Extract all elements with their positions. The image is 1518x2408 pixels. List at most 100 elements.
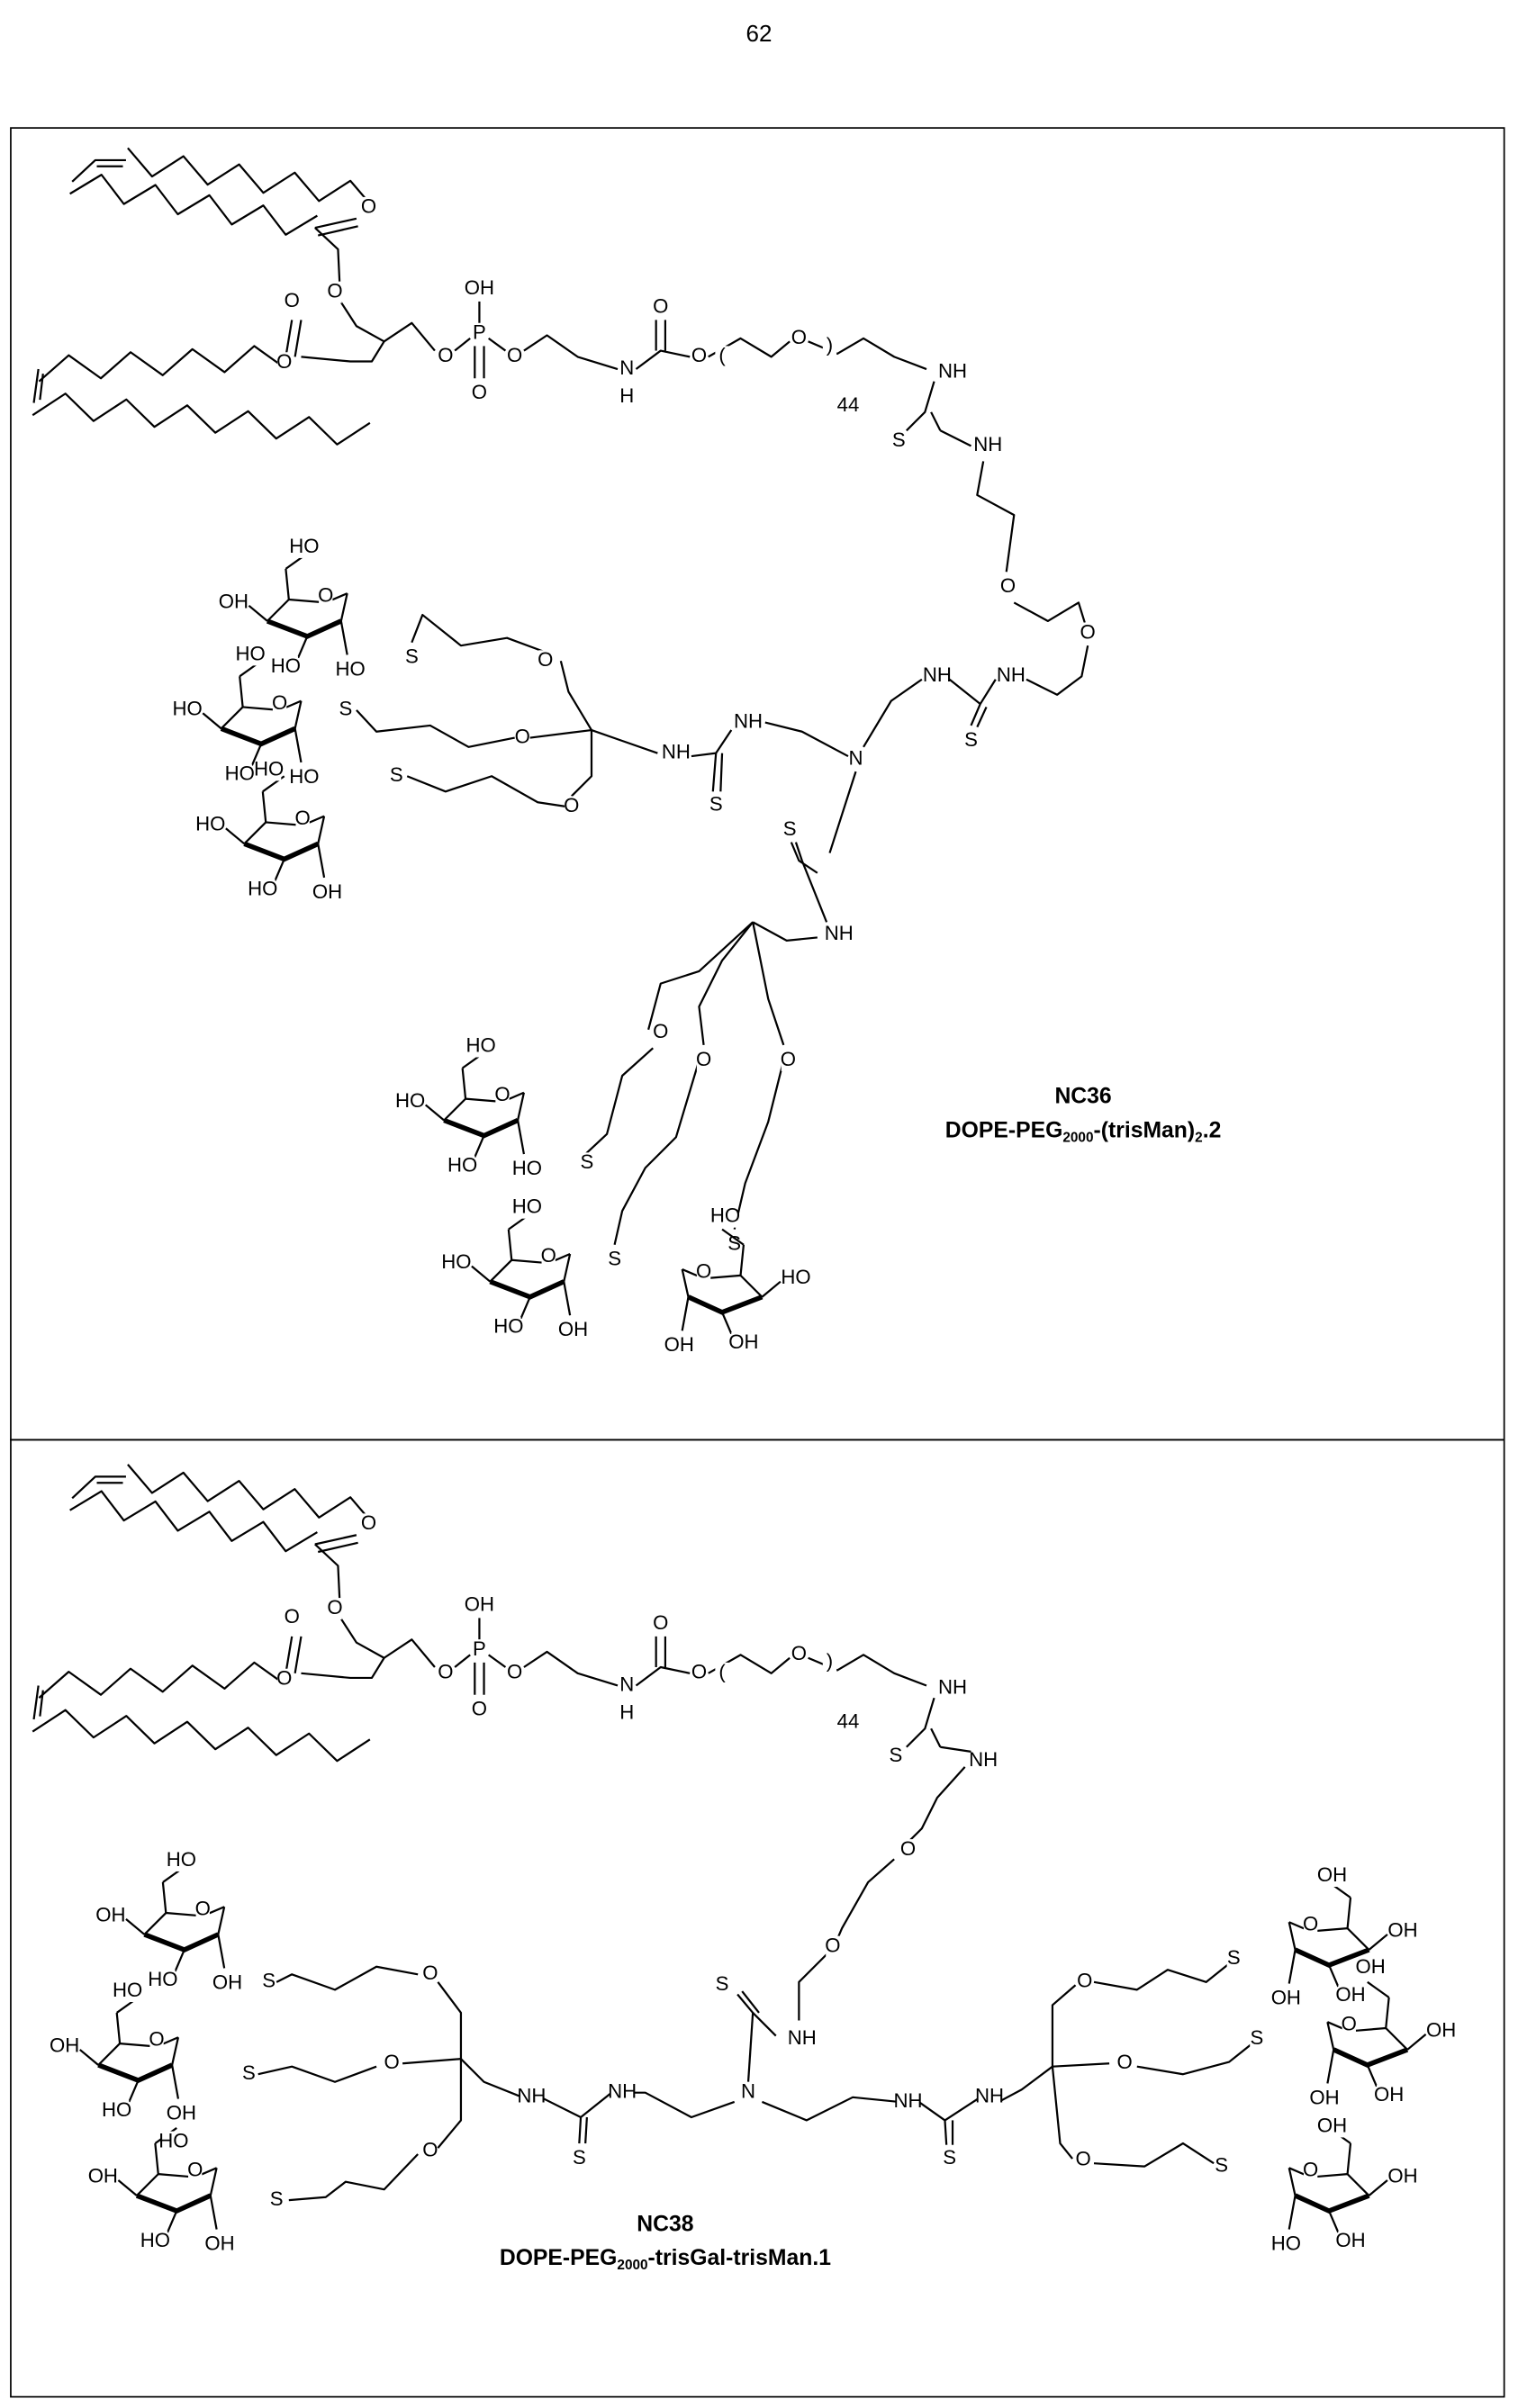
bond	[289, 2154, 418, 2200]
hydroxyl-label: HO	[512, 1157, 542, 1179]
atom-label: NH	[608, 2080, 637, 2103]
atom-label: O	[327, 1596, 342, 1619]
bond	[126, 1919, 144, 1935]
hydroxyl-label: HO	[140, 2229, 170, 2251]
bond	[39, 346, 286, 381]
hydroxyl-label: HO	[1271, 2232, 1301, 2254]
sugar-ring	[682, 1269, 689, 1297]
structure-nc38: OOOOOPOHOONHOO(O)NHSNHOONHSNNHNHSNHNHSOO…	[32, 1465, 1456, 2256]
bond	[931, 1728, 940, 1746]
atom-label: NH	[662, 741, 691, 763]
bond	[295, 1637, 302, 1673]
atom-label: O	[327, 280, 342, 302]
ring-oxygen-label: O	[272, 691, 287, 714]
bond	[583, 1048, 653, 1155]
ring-oxygen-label: O	[1303, 1913, 1318, 1935]
bond	[117, 2013, 120, 2043]
hydroxyl-label: HO	[335, 657, 365, 680]
bond	[765, 723, 848, 757]
bond	[40, 374, 42, 400]
bond	[863, 680, 922, 747]
bond	[301, 1658, 384, 1678]
atom-label: O	[696, 1048, 711, 1070]
hydroxyl-label: HO	[158, 2129, 188, 2151]
sugar-ring	[267, 593, 348, 621]
ring-oxygen-label: O	[295, 807, 311, 829]
bond	[753, 922, 818, 940]
bond	[524, 1652, 618, 1686]
sugar-ring	[518, 1093, 524, 1121]
sugar-ring	[1289, 2168, 1369, 2196]
atom-label: NH	[894, 2089, 923, 2112]
hydroxyl-label: HO	[148, 1968, 177, 1990]
atom-label: NH	[734, 709, 763, 732]
sugar-ring-wedge	[689, 1297, 763, 1312]
hydroxyl-label: OH	[728, 1330, 758, 1353]
sugar-ring	[98, 2037, 178, 2065]
bond	[524, 335, 618, 369]
repeat-bracket: )	[827, 1650, 833, 1673]
bond	[411, 615, 548, 654]
hydroxyl-label: HO	[447, 1154, 477, 1177]
hydroxyl-label: HO	[113, 1979, 142, 2001]
bond	[1053, 2067, 1072, 2159]
bond	[1407, 2034, 1425, 2050]
hydroxyl-label: HO	[195, 813, 225, 835]
hydroxyl-label: OH	[1387, 2164, 1417, 2187]
atom-label: O	[900, 1837, 916, 1860]
sugar-ring	[172, 2037, 178, 2065]
hydroxyl-label: OH	[1309, 2086, 1339, 2108]
atom-label: O	[472, 1698, 487, 1720]
bond	[1348, 2143, 1351, 2174]
atom-label: O	[285, 289, 300, 311]
atom-label: NH	[973, 433, 1002, 455]
atom-label: O	[515, 725, 530, 747]
atom-label: O	[825, 1934, 840, 1956]
bond	[489, 1655, 506, 1667]
hydroxyl-label: OH	[219, 590, 248, 612]
atom-label: O	[791, 326, 807, 348]
bond	[118, 2180, 136, 2196]
bond	[407, 776, 568, 807]
bond	[837, 1859, 894, 1939]
sugar-ring	[295, 701, 302, 729]
bond	[1289, 2196, 1296, 2230]
sugar-ring	[682, 1269, 763, 1297]
atom-label: S	[339, 698, 353, 720]
bond	[518, 1120, 524, 1154]
atom-label: S	[242, 2061, 256, 2084]
bond	[762, 2097, 899, 2121]
bond	[1094, 1963, 1229, 1989]
atom-label: O	[1117, 2051, 1133, 2073]
sugar-ring	[341, 593, 348, 621]
bond	[461, 2059, 522, 2097]
atom-label: O	[653, 295, 668, 318]
bond	[34, 369, 39, 403]
hydroxyl-label: OH	[50, 2034, 79, 2056]
ring-oxygen-label: O	[494, 1083, 510, 1105]
bond	[339, 300, 435, 350]
bond	[438, 1982, 461, 2059]
bond	[70, 175, 318, 235]
hydroxyl-label: HO	[236, 642, 266, 664]
sugar-ring	[144, 1907, 224, 1935]
hydroxyl-label: OH	[1426, 2018, 1456, 2041]
hydroxyl-label: HO	[271, 654, 301, 677]
atom-label: S	[1251, 2026, 1264, 2049]
atom-label: NH	[923, 663, 952, 686]
bond	[633, 2093, 735, 2117]
atom-label: O	[384, 2051, 400, 2073]
atom-label: S	[709, 793, 723, 816]
atom-label: P	[473, 1637, 486, 1660]
ring-oxygen-label: O	[1303, 2159, 1318, 2181]
hydroxyl-label: HO	[248, 877, 277, 899]
atom-label: NH	[788, 2026, 817, 2049]
bond	[315, 1535, 357, 1544]
atom-label: NH	[975, 2085, 1004, 2107]
atom-label: S	[405, 645, 419, 668]
sugar-ring-wedge	[1296, 2196, 1369, 2211]
atom-label: N	[849, 746, 863, 769]
atom-label: OH	[465, 276, 494, 299]
hydroxyl-label: HO	[254, 757, 284, 780]
